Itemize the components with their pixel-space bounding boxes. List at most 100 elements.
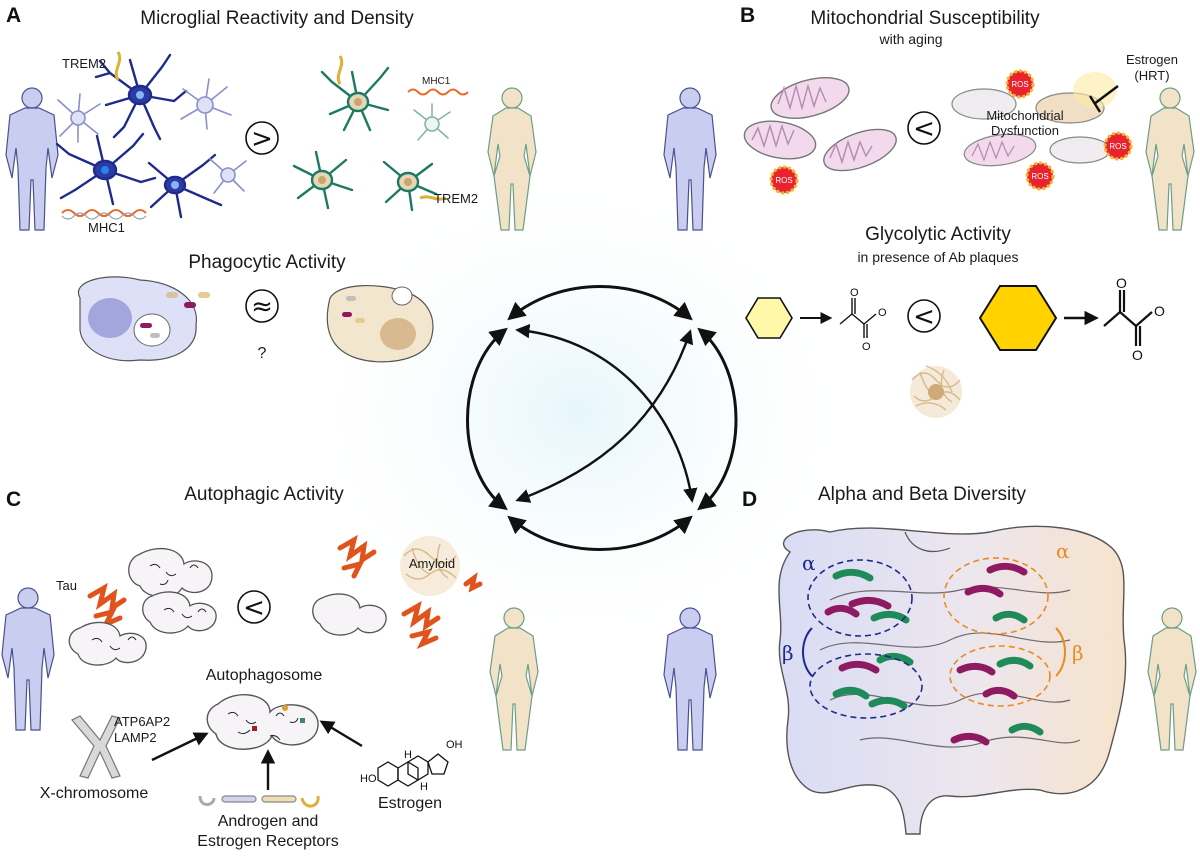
glucose-small-hexagon-icon xyxy=(745,297,793,339)
panel-a-letter: A xyxy=(6,4,21,27)
estrogen-hrt-line1: Estrogen xyxy=(1126,52,1178,67)
beta-bracket-female-icon xyxy=(1055,627,1066,677)
female-mitochondria-icon xyxy=(951,88,1111,167)
male-phagocyte-icon xyxy=(77,276,210,362)
estrogen-glow xyxy=(1073,72,1117,108)
compare-symbol-phago: ≈ xyxy=(251,292,273,322)
arrow-estrogen-to-autophagosome-icon xyxy=(319,720,363,748)
male-figure-icon xyxy=(5,87,59,231)
pyruvate-small-icon xyxy=(839,298,877,338)
autophagosome-main-contents-icon xyxy=(227,705,305,741)
glycolytic-title: Glycolytic Activity xyxy=(865,224,1011,245)
female-microglia-cluster-icon xyxy=(292,66,438,212)
alpha-label-female: α xyxy=(1056,539,1070,563)
male-figure-c-icon xyxy=(1,587,55,731)
chem-ho-label: HO xyxy=(360,773,377,785)
arrow-x-to-autophagosome-icon xyxy=(151,732,209,762)
x-chromosome-label: X-chromosome xyxy=(40,785,149,802)
chem-oh-label: OH xyxy=(446,739,463,751)
beta-label-female: β xyxy=(1072,641,1084,665)
panel-c-title: Autophagic Activity xyxy=(184,484,344,505)
estrogen-inhibit-icon xyxy=(1088,85,1119,113)
autophagosome-label: Autophagosome xyxy=(206,667,323,684)
amyloid-label: Amyloid xyxy=(409,556,455,571)
svg-text:ROS: ROS xyxy=(1031,172,1048,181)
mhc1-dna-strand-icon xyxy=(61,212,147,220)
panel-a-title: Microglial Reactivity and Density xyxy=(140,8,414,29)
atp6ap2-label: ATP6AP2 xyxy=(114,714,170,729)
trem2-receptor-icon xyxy=(114,51,122,81)
female-figure-d-icon xyxy=(1147,607,1197,751)
male-microglia-pale-icon xyxy=(57,78,247,194)
chem-h-label-1: H xyxy=(420,781,428,793)
panel-b-letter: B xyxy=(740,4,755,27)
receptors-line2: Estrogen Receptors xyxy=(197,833,338,850)
tau-tangle-icon xyxy=(87,582,127,629)
amyloid-plaque-c-icon xyxy=(400,536,460,596)
pyruvate-large-o-bottom: O xyxy=(1132,347,1143,363)
amyloid-plaque-b-icon xyxy=(910,365,962,418)
mhc1-label-left: MHC1 xyxy=(88,220,125,235)
compare-symbol-auto: < xyxy=(243,593,265,623)
pyruvate-o-bottom: O xyxy=(862,341,871,353)
beta-circle-female xyxy=(949,645,1051,707)
mhc1-dna-right-icon xyxy=(407,88,469,96)
compare-circle-mito xyxy=(907,111,941,145)
dysfunction-line1: Mitochondrial xyxy=(986,108,1063,123)
mhc1-label-right: MHC1 xyxy=(422,76,451,87)
panel-b-title: Mitochondrial Susceptibility xyxy=(810,8,1040,29)
pyruvate-o-top: O xyxy=(850,287,859,299)
ros-burst-female-icons: ROS ROS ROS xyxy=(1005,69,1133,191)
alpha-circle-female xyxy=(943,557,1049,635)
autophagosome-main-icon xyxy=(206,694,319,750)
female-microglia-pale-icon xyxy=(413,103,451,141)
alpha-label-male: α xyxy=(802,551,816,575)
glycolytic-subtitle: in presence of Ab plaques xyxy=(857,249,1018,265)
panel-c-letter: C xyxy=(6,488,21,511)
x-chromosome-icon xyxy=(71,715,121,779)
compare-circle-glyco xyxy=(907,299,941,333)
autophagosome-contents-icon xyxy=(91,563,207,651)
alpha-circle-male xyxy=(807,559,913,637)
trem2-receptor-right-icon xyxy=(336,55,344,85)
estrogen-label: Estrogen xyxy=(378,795,442,812)
ros-burst-male-icon: ROS xyxy=(769,165,799,195)
female-figure-b-icon xyxy=(1145,87,1195,231)
center-cycle-diagram xyxy=(466,285,738,551)
svg-text:ROS: ROS xyxy=(1011,80,1028,89)
panel-d-letter: D xyxy=(742,488,757,511)
beta-bracket-male-icon xyxy=(802,627,813,677)
compare-symbol-glyco: < xyxy=(913,302,935,332)
pyruvate-o-right: O xyxy=(878,307,887,319)
panel-d-title: Alpha and Beta Diversity xyxy=(818,484,1027,505)
phagocytic-title: Phagocytic Activity xyxy=(188,252,346,273)
trem2-label-left: TREM2 xyxy=(62,56,106,71)
pyruvate-large-o-right: O xyxy=(1154,303,1165,319)
estrogen-hrt-line2: (HRT) xyxy=(1134,68,1169,83)
phagocytic-question: ? xyxy=(258,345,267,362)
receptors-line1: Androgen and xyxy=(218,813,319,830)
estrogen-molecule-icon xyxy=(377,753,449,787)
panel-b-subtitle: with aging xyxy=(878,31,942,47)
trem2-label-right: TREM2 xyxy=(434,191,478,206)
female-phagocyte-icon xyxy=(326,284,434,363)
tau-label: Tau xyxy=(56,578,77,593)
pyruvate-large-o-top: O xyxy=(1116,275,1127,291)
male-microglia-cluster-icon xyxy=(55,53,223,219)
pyruvate-large-icon xyxy=(1103,290,1153,346)
beta-label-male: β xyxy=(782,641,794,665)
compare-symbol-top: > xyxy=(251,124,273,154)
compare-symbol-mito: < xyxy=(913,114,935,144)
trem2-receptor-right2-icon xyxy=(419,195,447,201)
svg-text:ROS: ROS xyxy=(1109,142,1126,151)
amyloid-tangles-orange-icon xyxy=(337,534,483,649)
receptors-icon xyxy=(198,795,320,808)
chem-h-label-2: H xyxy=(404,749,412,761)
male-mitochondria-icon xyxy=(743,77,897,172)
mhc1-dna-icon xyxy=(61,209,147,217)
beta-circle-male xyxy=(809,653,923,719)
svg-text:ROS: ROS xyxy=(775,176,792,185)
male-autophagosomes-icon xyxy=(68,547,217,666)
compare-circle-auto xyxy=(237,590,271,624)
